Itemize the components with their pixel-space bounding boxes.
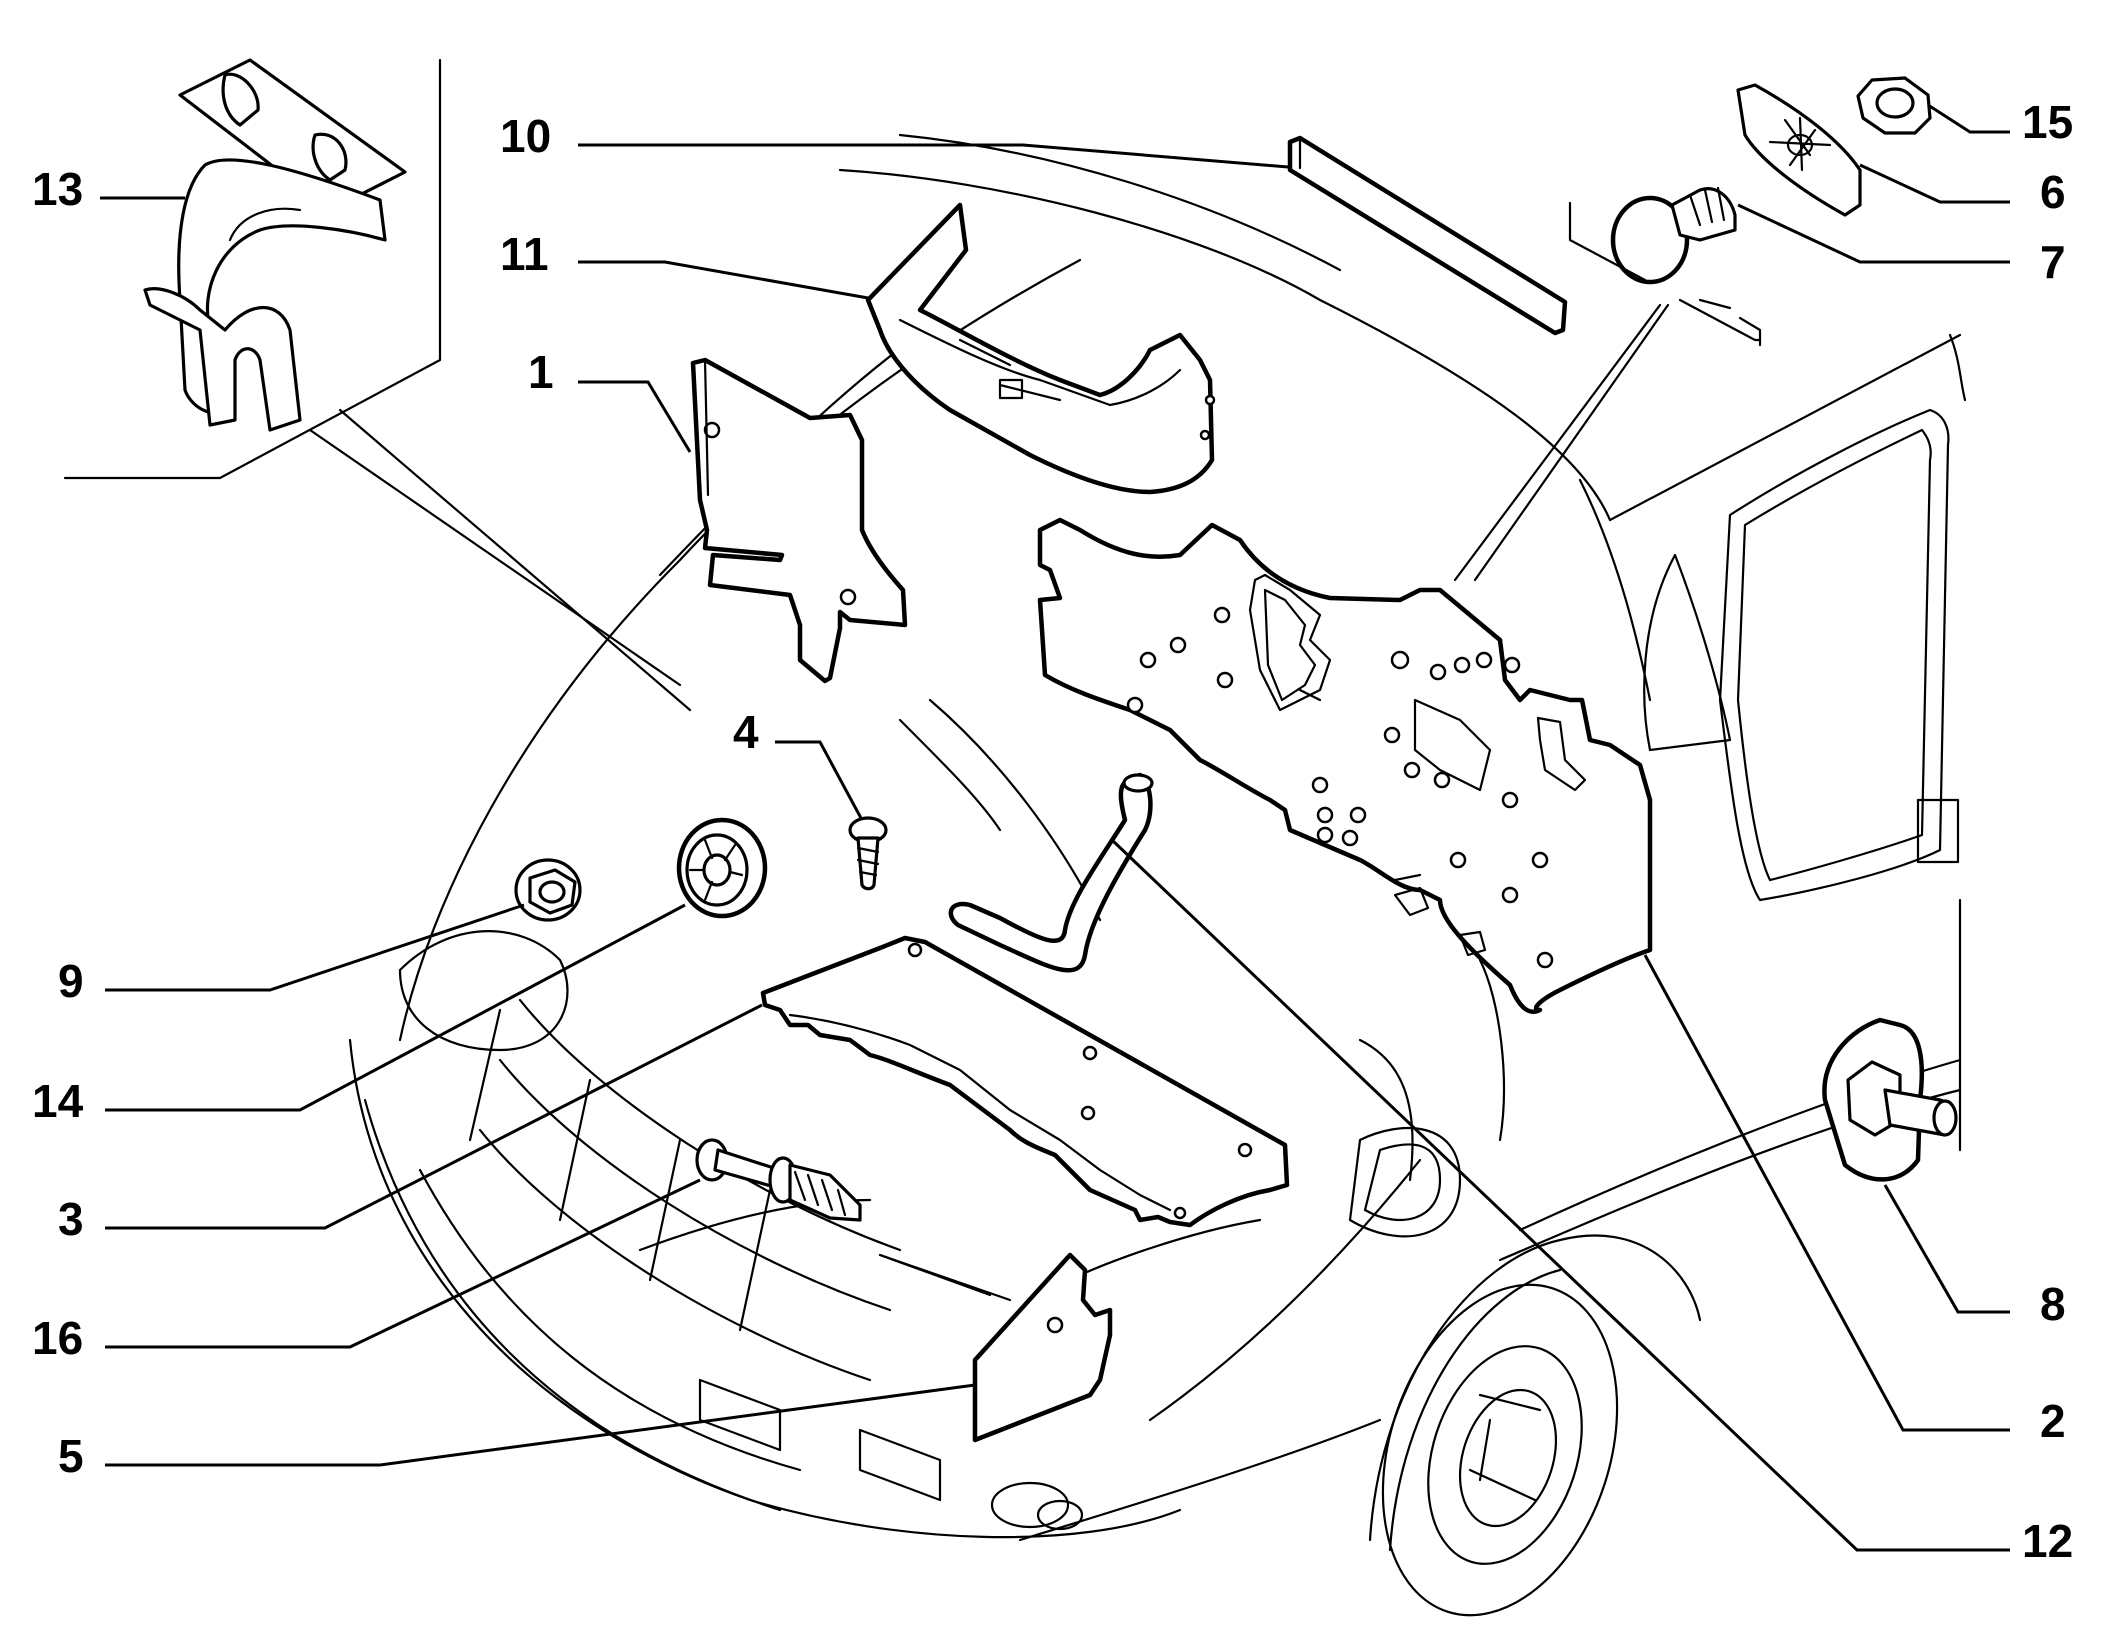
part-8-flange-bolt — [1822, 1017, 1958, 1182]
callout-numbers: 10 11 1 13 4 9 14 3 16 5 15 6 7 8 2 12 — [32, 96, 2073, 1567]
part-11-air-duct — [865, 202, 1216, 495]
callout-16: 16 — [32, 1312, 83, 1364]
part-4-screw — [848, 816, 888, 891]
callout-13: 13 — [32, 163, 83, 215]
callout-1: 1 — [528, 346, 554, 398]
part-7-screw — [1453, 186, 1762, 582]
part-10-seal-strip — [1287, 135, 1568, 336]
leader-lines — [100, 103, 2010, 1552]
part-16-push-clip — [695, 1138, 862, 1222]
callout-10: 10 — [500, 110, 551, 162]
callout-5: 5 — [58, 1430, 84, 1482]
callout-9: 9 — [58, 955, 84, 1007]
callout-8: 8 — [2040, 1278, 2066, 1330]
part-2-bulkhead-insulation — [1037, 517, 1653, 1014]
part-1-insulation-pad — [690, 357, 908, 684]
part-6-clip-nut — [1736, 83, 1862, 217]
part-12-hose — [948, 772, 1154, 973]
callout-6: 6 — [2040, 166, 2066, 218]
part-3-lower-insulation-pad — [760, 935, 1290, 1228]
part-9-flange-nut — [514, 858, 582, 922]
part-13-cable-clip — [63, 58, 692, 712]
vehicle-body-outline — [348, 133, 1967, 1617]
callout-4: 4 — [733, 706, 759, 758]
part-5-small-pad — [878, 1252, 1113, 1443]
callout-14: 14 — [32, 1075, 84, 1127]
callout-11: 11 — [500, 228, 549, 280]
callout-7: 7 — [2040, 236, 2066, 288]
part-14-grommet — [676, 817, 768, 919]
callout-12: 12 — [2022, 1515, 2073, 1567]
callout-3: 3 — [58, 1193, 84, 1245]
callout-2: 2 — [2040, 1395, 2066, 1447]
callout-15: 15 — [2022, 96, 2073, 148]
part-15-hex-nut — [1856, 76, 1932, 135]
